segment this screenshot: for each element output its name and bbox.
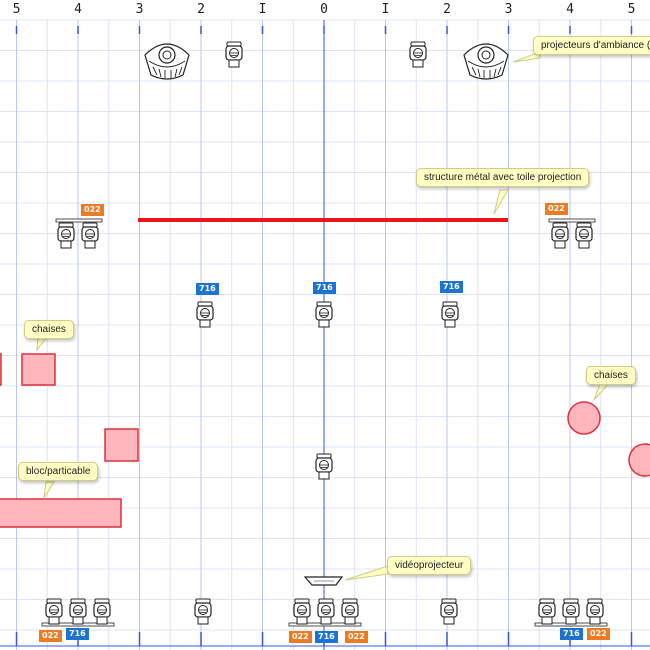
- ambiance-projector-icon[interactable]: [144, 43, 190, 80]
- spotlight-icon[interactable]: [562, 598, 580, 625]
- spotlight-icon[interactable]: [551, 222, 569, 249]
- spotlight-icon[interactable]: [194, 598, 212, 625]
- spotlight-icon[interactable]: [315, 453, 333, 480]
- spotlight-icon[interactable]: [57, 222, 75, 249]
- spotlight-icon[interactable]: [575, 222, 593, 249]
- spotlight-icon[interactable]: [409, 41, 427, 68]
- chair-block[interactable]: [21, 353, 56, 386]
- ruler-label: 3: [504, 2, 513, 17]
- badge-716: 716: [440, 281, 463, 293]
- spotlight-icon[interactable]: [69, 598, 87, 625]
- badge-716: 716: [66, 628, 89, 640]
- callout-ambiance: projecteurs d'ambiance (: [533, 36, 650, 55]
- callout-chaises-right: chaises: [586, 366, 636, 385]
- badge-022: 022: [587, 628, 610, 640]
- badge-022: 022: [81, 204, 104, 216]
- ruler-label: I: [381, 2, 390, 17]
- callout-structure: structure métal avec toile projection: [416, 168, 590, 187]
- stage-block[interactable]: [0, 498, 122, 528]
- ruler-label: 5: [12, 2, 21, 17]
- callout-chaises-left: chaises: [24, 320, 74, 339]
- spotlight-icon[interactable]: [441, 301, 459, 328]
- round-table[interactable]: [567, 401, 601, 435]
- badge-716: 716: [560, 628, 583, 640]
- ambiance-projector-icon[interactable]: [463, 43, 509, 80]
- spotlight-icon[interactable]: [440, 598, 458, 625]
- spotlight-icon[interactable]: [538, 598, 556, 625]
- spotlight-icon[interactable]: [93, 598, 111, 625]
- ruler-label: 4: [566, 2, 574, 17]
- chair-block[interactable]: [104, 428, 139, 462]
- badge-022: 022: [345, 631, 368, 643]
- chair-block[interactable]: [0, 353, 2, 386]
- ruler-label: 3: [135, 2, 144, 17]
- badge-716: 716: [313, 282, 336, 294]
- spotlight-icon[interactable]: [317, 598, 335, 625]
- round-table[interactable]: [628, 443, 650, 477]
- grid-lines: [0, 19, 650, 650]
- light-bar: [55, 218, 103, 223]
- callout-bloc: bloc/particable: [18, 462, 99, 481]
- spotlight-icon[interactable]: [45, 598, 63, 625]
- badge-022: 022: [39, 630, 62, 642]
- ruler-label: 5: [627, 2, 636, 17]
- badge-022: 022: [289, 631, 312, 643]
- spotlight-icon[interactable]: [293, 598, 311, 625]
- callout-videoprojecteur: vidéoprojecteur: [387, 556, 472, 575]
- light-bar: [548, 218, 596, 223]
- badge-022: 022: [545, 203, 568, 215]
- ruler-label: I: [258, 2, 267, 17]
- spotlight-icon[interactable]: [315, 301, 333, 328]
- ruler-label: 4: [74, 2, 82, 17]
- spotlight-icon[interactable]: [196, 301, 214, 328]
- ruler-label: 2: [197, 2, 205, 17]
- top-ruler: [0, 26, 650, 647]
- spotlight-icon[interactable]: [81, 222, 99, 249]
- ruler-label: 0: [320, 2, 328, 17]
- ruler-label: 2: [443, 2, 451, 17]
- spotlight-icon[interactable]: [225, 41, 243, 68]
- badge-716: 716: [196, 283, 219, 295]
- spotlight-icon[interactable]: [341, 598, 359, 625]
- badge-716: 716: [315, 631, 338, 643]
